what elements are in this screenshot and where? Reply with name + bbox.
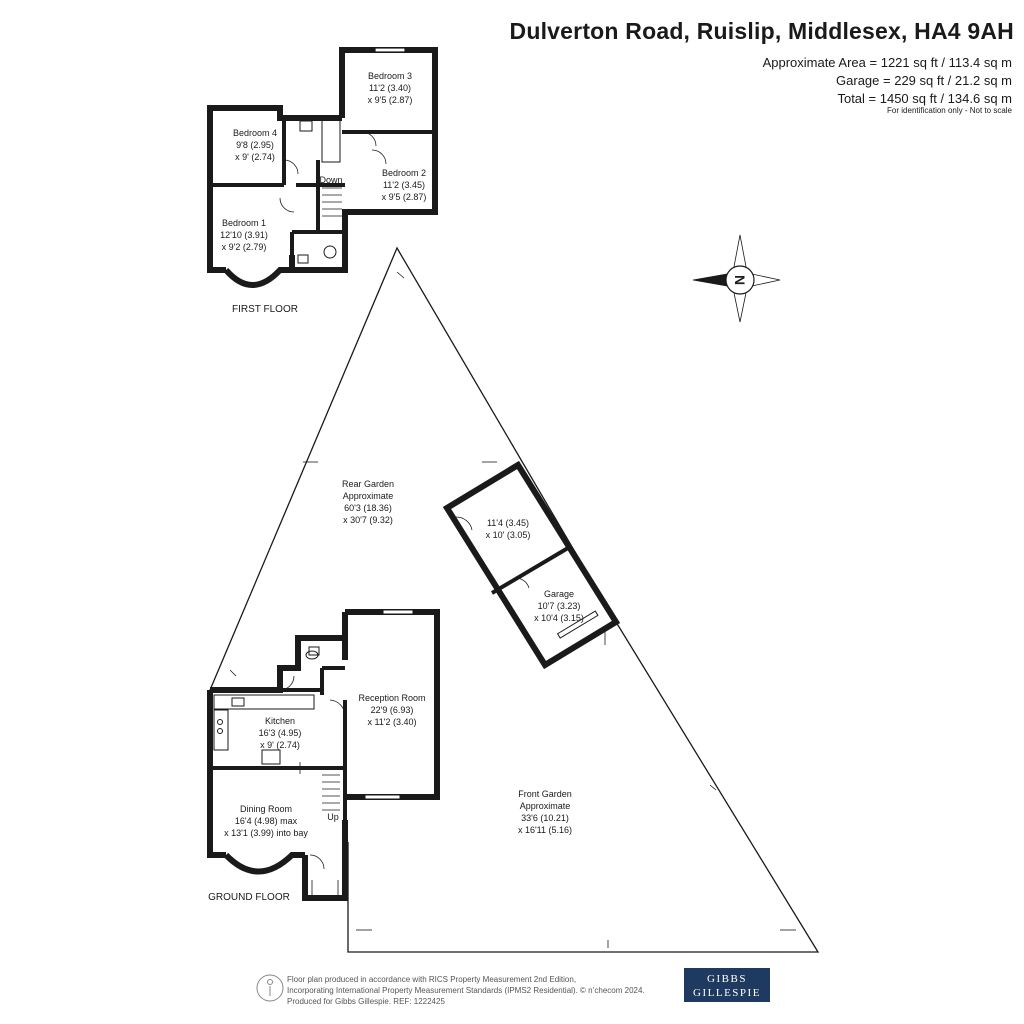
garage-plan <box>442 460 621 670</box>
approximate-area: Approximate Area = 1221 sq ft / 113.4 sq… <box>762 55 1012 70</box>
bedroom3-dim2: x 9'5 (2.87) <box>368 95 413 105</box>
compass-icon: N <box>692 234 781 323</box>
bedroom2-name: Bedroom 2 <box>382 168 426 178</box>
footer-line1: Floor plan produced in accordance with R… <box>287 975 577 984</box>
store-dim2: x 10' (3.05) <box>486 530 531 540</box>
bedroom3-dim1: 11'2 (3.40) <box>369 83 411 93</box>
kitchen-name: Kitchen <box>265 716 295 726</box>
footer-text: Floor plan produced in accordance with R… <box>287 974 645 1007</box>
front-garden-line1: Front Garden <box>518 789 572 799</box>
page-title: Dulverton Road, Ruislip, Middlesex, HA4 … <box>509 18 1014 44</box>
first-floor-label: FIRST FLOOR <box>232 304 298 315</box>
bedroom4-name: Bedroom 4 <box>233 128 277 138</box>
logo-line2: GILLESPIE <box>693 987 761 999</box>
site-boundary <box>209 246 820 953</box>
compass-north-letter: N <box>732 275 748 285</box>
kitchen-dim1: 16'3 (4.95) <box>259 728 302 738</box>
dining-dim1: 16'4 (4.98) max <box>235 816 298 826</box>
front-garden-dim2: x 16'11 (5.16) <box>518 825 572 835</box>
identification-note: For identification only - Not to scale <box>887 106 1012 115</box>
bedroom4-dim2: x 9' (2.74) <box>235 152 275 162</box>
rics-badge-icon <box>256 974 284 1002</box>
store-dim1: 11'4 (3.45) <box>487 518 529 528</box>
bedroom1-dim2: x 9'2 (2.79) <box>222 242 267 252</box>
garage-dim2: x 10'4 (3.15) <box>534 613 584 623</box>
rear-garden-dim1: 60'3 (18.36) <box>344 503 392 513</box>
garage-dim1: 10'7 (3.23) <box>538 601 581 611</box>
bedroom2-dim1: 11'2 (3.45) <box>383 180 425 190</box>
first-floor-plan <box>207 47 438 288</box>
stairs-up-label: Up <box>327 812 339 822</box>
front-garden-dim1: 33'6 (10.21) <box>521 813 569 823</box>
rear-garden-dim2: x 30'7 (9.32) <box>343 515 393 525</box>
reception-dim1: 22'9 (6.93) <box>371 705 414 715</box>
footer-line2: Incorporating International Property Mea… <box>287 986 578 995</box>
bedroom2-dim2: x 9'5 (2.87) <box>382 192 427 202</box>
footer-line2-row: Incorporating International Property Mea… <box>287 985 645 996</box>
bedroom1-dim1: 12'10 (3.91) <box>220 230 268 240</box>
bedroom3-name: Bedroom 3 <box>368 71 412 81</box>
rear-garden-line1: Rear Garden <box>342 479 394 489</box>
logo-line1: GIBBS <box>707 973 747 985</box>
gibbs-gillespie-logo: GIBBS GILLESPIE <box>684 968 770 1002</box>
garage-area: Garage = 229 sq ft / 21.2 sq m <box>836 73 1012 88</box>
dining-dim2: x 13'1 (3.99) into bay <box>224 828 308 838</box>
reception-dim2: x 11'2 (3.40) <box>367 717 416 727</box>
reception-name: Reception Room <box>358 693 425 703</box>
ground-floor-plan <box>207 609 440 901</box>
footer-ref: REF: 1222425 <box>393 997 445 1006</box>
stairs-down-label: Down <box>319 175 342 185</box>
total-area: Total = 1450 sq ft / 134.6 sq m <box>837 91 1012 106</box>
front-garden-line2: Approximate <box>520 801 571 811</box>
bedroom1-name: Bedroom 1 <box>222 218 266 228</box>
bedroom4-dim1: 9'8 (2.95) <box>236 140 274 150</box>
garage-name: Garage <box>544 589 574 599</box>
ground-floor-label: GROUND FLOOR <box>208 892 290 903</box>
kitchen-dim2: x 9' (2.74) <box>260 740 300 750</box>
footer-line3-row: Produced for Gibbs Gillespie. REF: 12224… <box>287 996 627 1007</box>
footer-line3: Produced for Gibbs Gillespie. <box>287 997 392 1006</box>
footer-copyright: © n’checom 2024. <box>580 986 645 995</box>
rear-garden-line2: Approximate <box>343 491 394 501</box>
dining-name: Dining Room <box>240 804 292 814</box>
